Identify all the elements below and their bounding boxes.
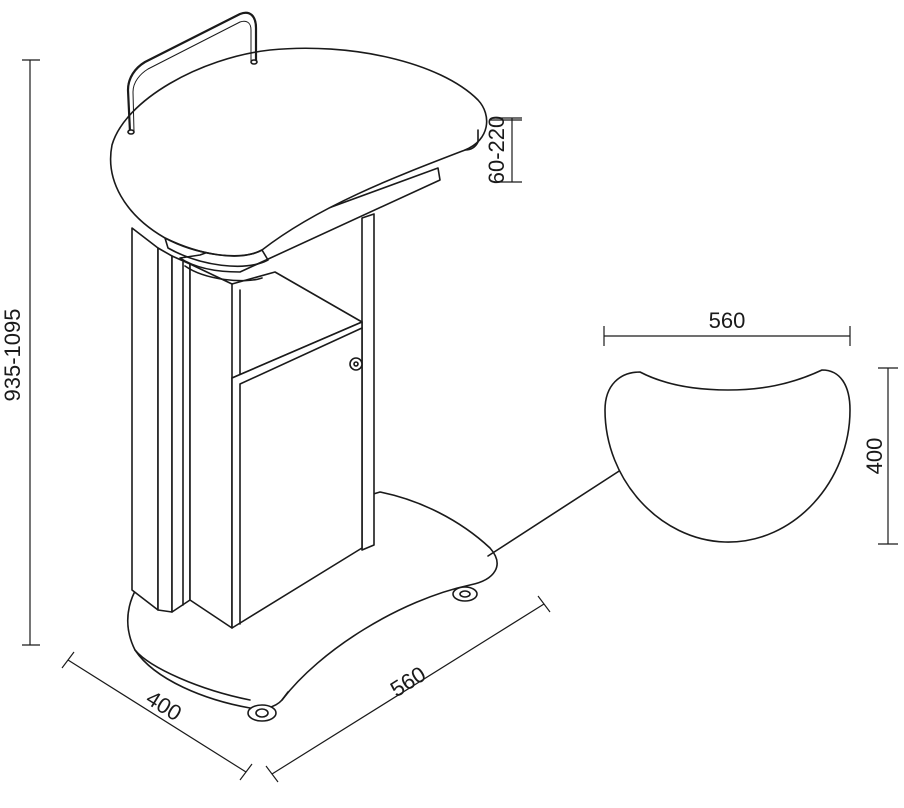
dim-plan-depth-label: 400 xyxy=(862,438,887,475)
dim-plan-width-label: 560 xyxy=(709,308,746,333)
dim-height-label: 935-1095 xyxy=(0,309,25,402)
plan-view: 560 400 xyxy=(487,308,898,557)
plan-leader-line xyxy=(487,463,631,557)
dim-top-adjust: 60-220 xyxy=(484,116,522,185)
dim-height: 935-1095 xyxy=(0,59,40,646)
column-side-left xyxy=(131,227,159,611)
plan-shape xyxy=(604,369,851,543)
cart-illustration xyxy=(109,11,498,722)
column-center xyxy=(189,263,233,629)
column-front-strip xyxy=(157,247,173,613)
dim-depth-label: 400 xyxy=(142,685,186,726)
handle-bar xyxy=(126,11,258,134)
top-tray xyxy=(109,47,488,257)
dim-width-label: 560 xyxy=(386,661,430,702)
caster-front xyxy=(247,704,277,722)
caster-right xyxy=(452,586,478,602)
column-back xyxy=(361,213,375,551)
lock-icon xyxy=(349,357,363,371)
column-front xyxy=(171,255,191,613)
cabinet-door xyxy=(231,321,363,629)
dim-top-adjust-label: 60-220 xyxy=(484,116,509,185)
